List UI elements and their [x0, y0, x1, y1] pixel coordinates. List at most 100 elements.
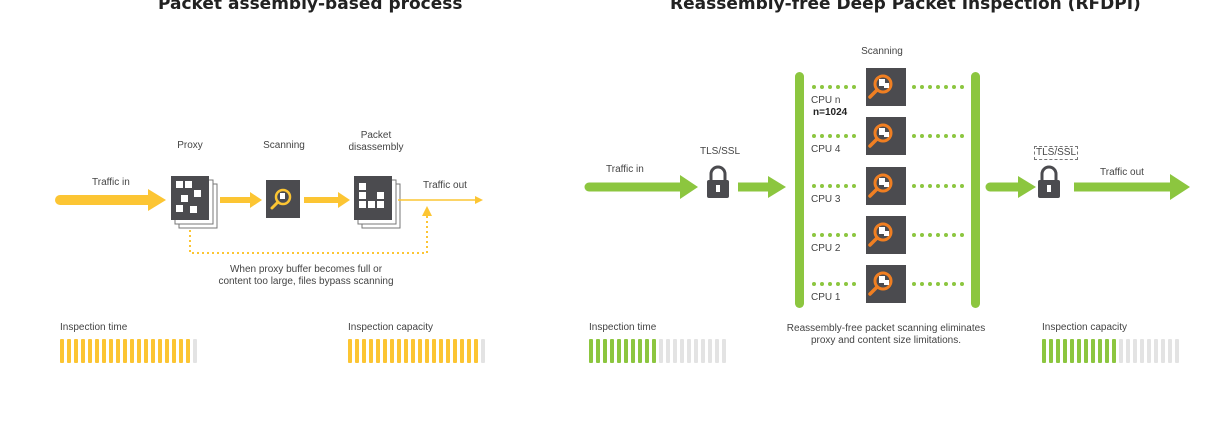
meter-segment	[1084, 339, 1088, 363]
right-arrow-tls-to-cpu	[738, 176, 786, 198]
meter-segment	[383, 339, 387, 363]
tls-ssl-label: TLS/SSL	[700, 146, 741, 157]
dot	[960, 282, 964, 286]
meter-segment	[186, 339, 190, 363]
left-title: Packet assembly-based process	[158, 0, 463, 14]
dot	[912, 233, 916, 237]
meter-segment	[610, 339, 614, 363]
meter-segment	[144, 339, 148, 363]
right-traffic-out-label: Traffic out	[1100, 167, 1144, 178]
meter-segment	[708, 339, 712, 363]
meter-segment	[1042, 339, 1046, 363]
dot	[820, 233, 824, 237]
meter-segment	[673, 339, 677, 363]
dot	[836, 134, 840, 138]
meter-segment	[638, 339, 642, 363]
meter-segment	[1049, 339, 1053, 363]
meter-segment	[1105, 339, 1109, 363]
dot	[844, 233, 848, 237]
right-inspection-time-meter	[589, 339, 726, 363]
meter-segment	[158, 339, 162, 363]
dot	[936, 85, 940, 89]
dot	[936, 134, 940, 138]
meter-segment	[1140, 339, 1144, 363]
meter-segment	[1154, 339, 1158, 363]
dot	[944, 233, 948, 237]
dot	[828, 282, 832, 286]
meter-segment	[425, 339, 429, 363]
dot	[828, 85, 832, 89]
left-scanning-icon	[266, 180, 300, 218]
bypass-note: When proxy buffer becomes full or conten…	[218, 264, 394, 287]
meter-segment	[474, 339, 478, 363]
meter-segment	[1126, 339, 1130, 363]
meter-segment	[617, 339, 621, 363]
dot	[820, 282, 824, 286]
dot	[852, 282, 856, 286]
cpu-rows	[812, 68, 964, 303]
dot	[844, 134, 848, 138]
cpu-label: CPU 2	[811, 243, 841, 254]
right-inspection-time-label: Inspection time	[589, 322, 657, 333]
dot	[852, 85, 856, 89]
left-traffic-in-arrow	[55, 189, 166, 211]
dot	[812, 184, 816, 188]
meter-segment	[432, 339, 436, 363]
dot	[960, 134, 964, 138]
meter-segment	[1133, 339, 1137, 363]
packet-disassembly-icon	[354, 176, 401, 229]
right-traffic-in-label: Traffic in	[606, 164, 644, 175]
cpu-row	[812, 216, 964, 254]
cpu-label: CPU n	[811, 95, 841, 106]
meter-segment	[1063, 339, 1067, 363]
dot	[952, 184, 956, 188]
dot	[852, 134, 856, 138]
dot	[812, 282, 816, 286]
meter-segment	[603, 339, 607, 363]
meter-segment	[81, 339, 85, 363]
dot	[844, 85, 848, 89]
dot	[928, 233, 932, 237]
left-arrow-scan-to-disassembly	[304, 192, 350, 208]
dot	[836, 233, 840, 237]
dot	[828, 134, 832, 138]
meter-segment	[1168, 339, 1172, 363]
right-inspection-capacity-label: Inspection capacity	[1042, 322, 1128, 333]
meter-segment	[151, 339, 155, 363]
dot	[944, 282, 948, 286]
right-traffic-out-arrow	[1074, 174, 1190, 200]
meter-segment	[589, 339, 593, 363]
meter-segment	[397, 339, 401, 363]
left-inspection-capacity-label: Inspection capacity	[348, 322, 434, 333]
meter-segment	[88, 339, 92, 363]
dot	[920, 282, 924, 286]
cpu-count-label: n=1024	[813, 107, 848, 118]
meter-segment	[701, 339, 705, 363]
meter-segment	[715, 339, 719, 363]
meter-segment	[404, 339, 408, 363]
meter-segment	[467, 339, 471, 363]
meter-segment	[193, 339, 197, 363]
cpu-label: CPU 4	[811, 144, 841, 155]
meter-segment	[74, 339, 78, 363]
rfdpi-note: Reassembly-free packet scanning eliminat…	[786, 323, 986, 346]
meter-segment	[694, 339, 698, 363]
cpu-row	[812, 265, 964, 303]
dot	[944, 184, 948, 188]
dot	[812, 134, 816, 138]
meter-segment	[652, 339, 656, 363]
meter-segment	[1070, 339, 1074, 363]
meter-segment	[390, 339, 394, 363]
dot	[852, 184, 856, 188]
dot	[920, 85, 924, 89]
dot	[812, 233, 816, 237]
meter-segment	[1147, 339, 1151, 363]
cpu-output-bus	[971, 72, 980, 308]
dot	[912, 282, 916, 286]
meter-segment	[165, 339, 169, 363]
tls-ssl-out-label: TLS/SSL	[1034, 146, 1079, 160]
cpu-input-bus	[795, 72, 804, 308]
dot	[944, 134, 948, 138]
cpu-row	[812, 117, 964, 155]
meter-segment	[137, 339, 141, 363]
